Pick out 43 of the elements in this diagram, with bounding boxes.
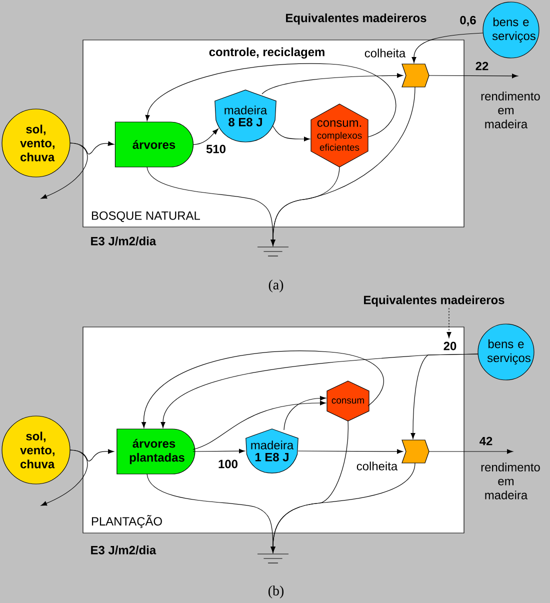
panel-label: (a) xyxy=(268,280,284,292)
ground-symbol xyxy=(257,554,289,564)
arrow xyxy=(192,448,246,454)
consumer-hexagon: consum. complexos eficientes xyxy=(310,104,368,168)
arrow xyxy=(192,128,218,145)
arrow xyxy=(192,400,326,450)
arrow xyxy=(410,354,478,439)
arrow xyxy=(298,449,403,454)
arrow xyxy=(40,450,88,506)
panel-label: (b) xyxy=(268,586,284,598)
arrow xyxy=(70,141,114,154)
arrow xyxy=(284,396,326,430)
output-label: rendimento em madeira xyxy=(481,462,540,500)
arrow xyxy=(428,449,513,454)
arrow xyxy=(270,462,416,553)
unit-label: E3 J/m2/dia xyxy=(91,236,156,246)
arrow xyxy=(272,126,310,142)
arrow xyxy=(145,63,396,138)
arrow xyxy=(270,86,416,246)
storage-tank: madeira 8 E8 J xyxy=(214,90,276,142)
arrow xyxy=(40,142,88,199)
consumer-hexagon: consum xyxy=(326,380,370,422)
node-caption: colheita xyxy=(364,48,406,58)
producer-box: árvores plantadas xyxy=(116,428,196,474)
unit-label: E3 J/m2/dia xyxy=(91,546,156,554)
flow-value: 20 xyxy=(444,342,456,350)
arrow xyxy=(446,308,452,338)
arrow xyxy=(428,74,518,78)
storage-tank: madeira 1 E8 J xyxy=(246,428,298,474)
edge-label: 100 xyxy=(217,458,239,470)
note-text: Equivalentes madeireros xyxy=(286,13,426,25)
arrow xyxy=(141,350,384,428)
edge-label: controle, reciclagem xyxy=(208,46,326,60)
edge-label: 0,6 xyxy=(458,14,478,28)
arrow xyxy=(70,449,114,462)
ground-symbol xyxy=(257,246,289,256)
edge-label: 510 xyxy=(205,144,227,154)
note-text: Equivalentes madeireros xyxy=(364,295,504,307)
arrow xyxy=(412,32,484,64)
producer-box: árvores xyxy=(114,122,194,168)
node-caption: colheita xyxy=(356,462,398,470)
output-label: rendimento em madeira xyxy=(481,92,540,128)
arrow xyxy=(262,73,403,94)
